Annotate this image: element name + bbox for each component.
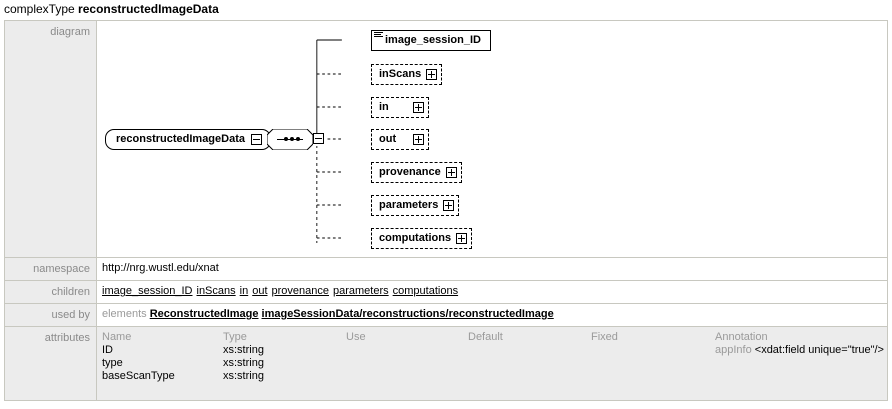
attributes-header-name: Name (102, 331, 132, 343)
diagram-child-provenance[interactable]: provenance (371, 162, 464, 185)
diagram-child-computations[interactable]: computations (371, 228, 475, 251)
attributes-header-default: Default (468, 331, 503, 343)
row-attributes: attributes Name Type Use Default Fixed A… (4, 326, 888, 401)
children-link[interactable]: parameters (333, 285, 389, 297)
attributes-header-annotation: Annotation (715, 331, 768, 343)
diagram-child-image_session_ID[interactable]: image_session_ID (371, 30, 493, 53)
attributes-header-type: Type (223, 331, 247, 343)
attributes-row: ID xs:string appInfo <xdat:field unique=… (102, 344, 887, 357)
annotation-kind: appInfo (715, 344, 752, 356)
annotation-value: <xdat:field unique="true"/> (754, 344, 884, 356)
attribute-type: xs:string (223, 370, 264, 382)
diagram-child-out[interactable]: out (371, 129, 431, 152)
diagram-child-label: inScans (379, 68, 422, 80)
children-link[interactable]: out (252, 285, 268, 297)
compositor-minus-icon[interactable] (313, 133, 324, 144)
diagram-root-label: reconstructedImageData (116, 133, 245, 145)
diagram-child-in[interactable]: in (371, 97, 431, 120)
expand-plus-icon[interactable] (426, 69, 438, 80)
diagram-child-inScans[interactable]: inScans (371, 64, 445, 87)
compositor-collapse-wrap (313, 133, 329, 149)
diagram-child-label: image_session_ID (385, 34, 481, 46)
usedby-prefix: elements (102, 308, 147, 320)
namespace-value: http://nrg.wustl.edu/xnat (102, 262, 219, 274)
expand-plus-icon[interactable] (413, 102, 424, 113)
usedby-link[interactable]: ReconstructedImage (149, 308, 259, 320)
attribute-name: baseScanType (102, 370, 175, 382)
diagram-child-label: provenance (379, 166, 441, 178)
children-link[interactable]: provenance (271, 285, 330, 297)
page-title-keyword: complexType (4, 2, 75, 16)
attributes-grid: Name Type Use Default Fixed Annotation I… (102, 331, 887, 396)
attributes-spacer (102, 383, 887, 396)
diagram-root-element[interactable]: reconstructedImageData (105, 129, 273, 152)
schema-diagram: reconstructedImageData (97, 21, 887, 257)
expand-plus-icon[interactable] (443, 200, 455, 211)
children-link[interactable]: inScans (196, 285, 236, 297)
diagram-child-label: out (379, 133, 397, 145)
element-lines-icon (374, 32, 383, 39)
attributes-row: type xs:string (102, 357, 887, 370)
sequence-compositor[interactable] (267, 129, 313, 150)
attributes-header-fixed: Fixed (591, 331, 618, 343)
namespace-cell: http://nrg.wustl.edu/xnat (96, 257, 888, 281)
children-link[interactable]: in (239, 285, 249, 297)
children-link[interactable]: image_session_ID (102, 285, 193, 297)
complextype-table: diagram (4, 20, 888, 401)
expand-plus-icon[interactable] (456, 233, 468, 244)
attributes-header-row: Name Type Use Default Fixed Annotation (102, 331, 887, 344)
attribute-name: type (102, 357, 123, 369)
collapse-minus-icon[interactable] (251, 134, 262, 145)
diagram-child-label: in (379, 101, 389, 113)
attribute-type: xs:string (223, 344, 264, 356)
row-label-namespace: namespace (4, 257, 97, 281)
row-label-attributes: attributes (4, 326, 97, 401)
row-label-diagram: diagram (4, 20, 97, 258)
attributes-row: baseScanType xs:string (102, 370, 887, 383)
row-label-usedby: used by (4, 303, 97, 327)
children-link[interactable]: computations (392, 285, 459, 297)
page-title-name: reconstructedImageData (78, 2, 219, 16)
expand-plus-icon[interactable] (445, 167, 457, 178)
diagram-child-label: computations (379, 232, 452, 244)
diagram-cell: reconstructedImageData (96, 20, 888, 258)
usedby-link[interactable]: imageSessionData/reconstructions/reconst… (261, 308, 554, 320)
row-diagram: diagram (4, 20, 888, 258)
row-namespace: namespace http://nrg.wustl.edu/xnat (4, 257, 888, 281)
expand-plus-icon[interactable] (413, 134, 424, 145)
row-label-children: children (4, 280, 97, 304)
page-title: complexType reconstructedImageData (4, 2, 219, 16)
sequence-dots-icon (277, 137, 303, 142)
attribute-name: ID (102, 344, 113, 356)
attributes-header-use: Use (346, 331, 366, 343)
attribute-annotation: appInfo <xdat:field unique="true"/> (715, 344, 884, 356)
diagram-child-parameters[interactable]: parameters (371, 195, 462, 218)
diagram-child-label: parameters (379, 199, 439, 211)
attributes-cell: Name Type Use Default Fixed Annotation I… (96, 326, 888, 401)
attribute-type: xs:string (223, 357, 264, 369)
